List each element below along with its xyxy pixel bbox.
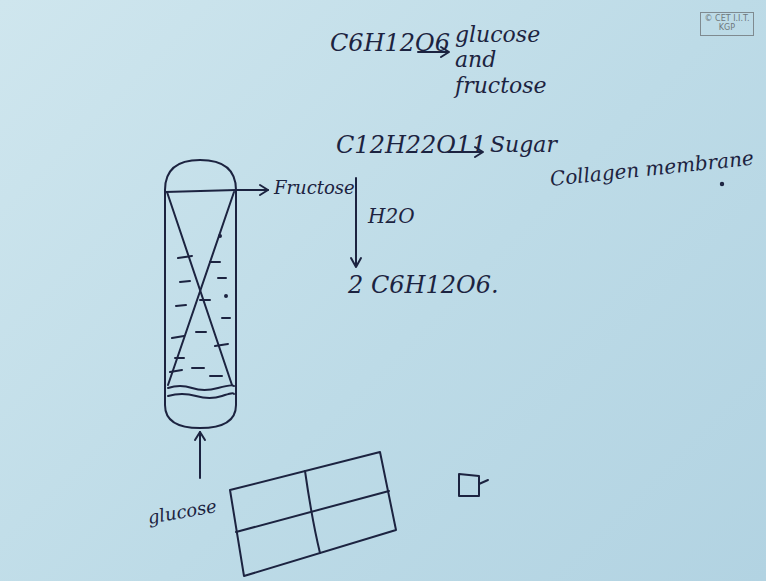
product-note: glucose and fructose [455,22,567,98]
reagent-label: H2O [368,205,415,228]
watermark-box: © CET I.I.T. KGP [700,12,754,36]
membrane-sheet [230,452,396,576]
watermark-text: © CET I.I.T. KGP [705,14,750,32]
product-note: Sugar [490,132,557,157]
chemical-formula: 2 C6H12O6. [348,272,499,300]
column-outline [165,160,236,428]
chemical-formula: C12H22O11 [336,132,487,160]
chemical-formula: C6H12O6 [330,30,450,58]
packing-marks [170,235,230,376]
inlet-label: glucose [146,496,218,528]
outlet-label: Fructose [274,178,355,199]
